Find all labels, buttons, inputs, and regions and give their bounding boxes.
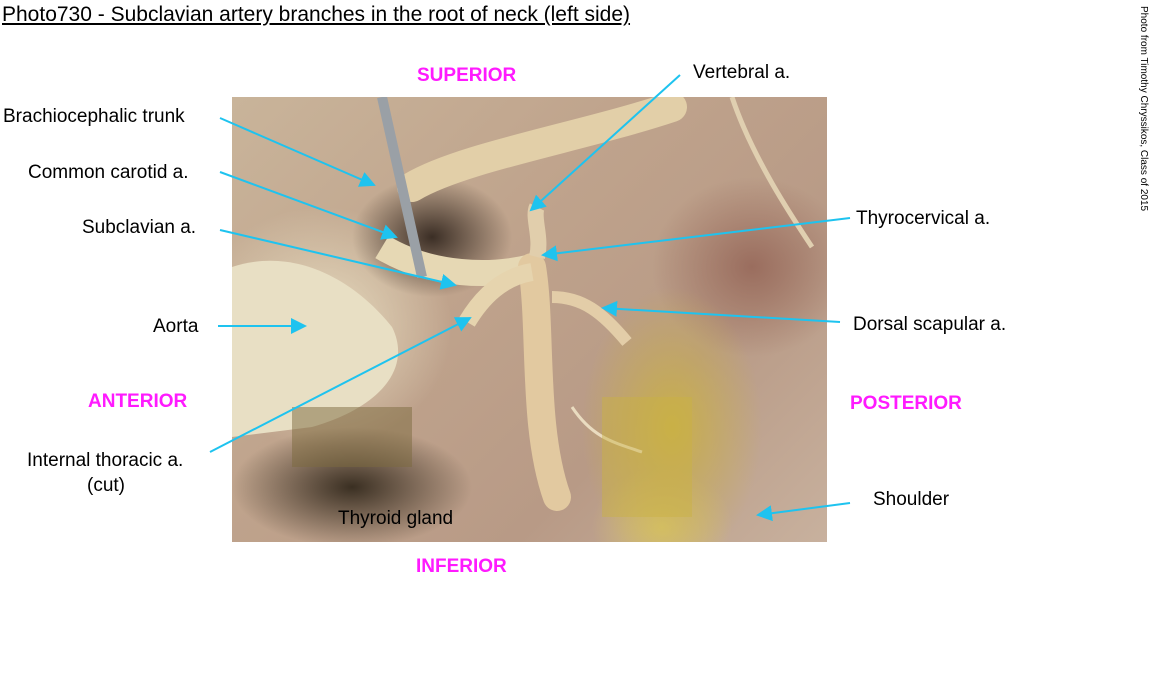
- arrow-common-carotid: [219, 171, 398, 240]
- label-aorta: Aorta: [153, 316, 199, 337]
- direction-posterior: POSTERIOR: [850, 393, 962, 414]
- arrow-vertebral: [529, 74, 681, 212]
- arrow-subclavian: [219, 229, 457, 290]
- label-shoulder: Shoulder: [873, 489, 950, 510]
- direction-superior: SUPERIOR: [417, 65, 517, 86]
- label-common-carotid: Common carotid a.: [28, 162, 189, 183]
- label-internal-thoracic: Internal thoracic a.: [27, 450, 184, 471]
- page-title: Photo730 - Subclavian artery branches in…: [2, 3, 631, 26]
- label-internal-thoracic-note: (cut): [87, 475, 125, 496]
- arrow-dorsal-scapular: [601, 300, 841, 323]
- arrow-shoulder: [756, 502, 851, 522]
- arrow-brachiocephalic: [219, 117, 376, 187]
- label-dorsal-scapular: Dorsal scapular a.: [853, 314, 1007, 335]
- arrow-thyrocervical: [541, 217, 851, 262]
- label-vertebral: Vertebral a.: [693, 62, 791, 83]
- direction-inferior: INFERIOR: [416, 556, 507, 577]
- label-thyroid-gland: Thyroid gland: [338, 508, 454, 529]
- label-thyrocervical: Thyrocervical a.: [856, 208, 991, 229]
- label-brachiocephalic-trunk: Brachiocephalic trunk: [3, 106, 185, 127]
- direction-anterior: ANTERIOR: [88, 391, 188, 412]
- dissection-photo: [232, 97, 827, 542]
- label-subclavian: Subclavian a.: [82, 217, 197, 238]
- arrow-internal-thoracic: [209, 317, 472, 453]
